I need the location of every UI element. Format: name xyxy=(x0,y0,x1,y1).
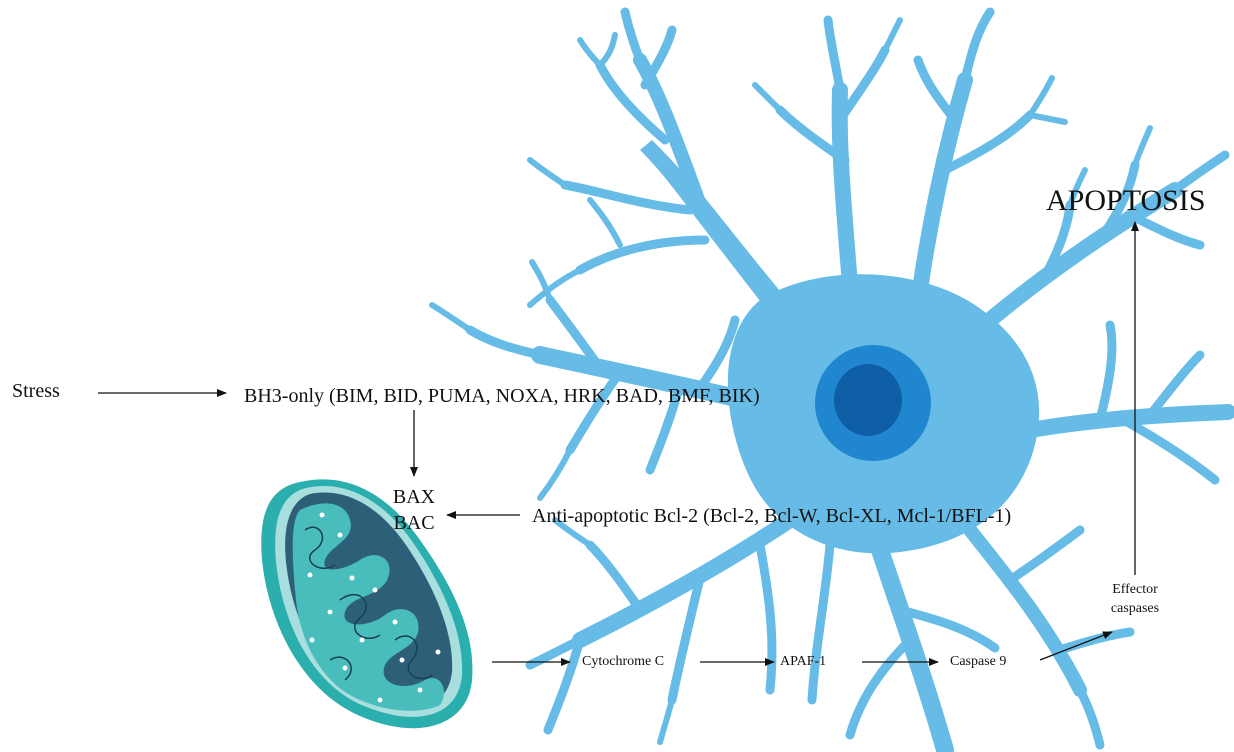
caspase9-label: Caspase 9 xyxy=(950,655,1006,669)
stress-label: Stress xyxy=(12,381,60,401)
bax-label: BAX xyxy=(388,487,440,507)
effector-caspases-label-line2: caspases xyxy=(1100,602,1170,616)
apaf1-label: APAF-1 xyxy=(780,655,826,669)
anti-apoptotic-label: Anti-apoptotic Bcl-2 (Bcl-2, Bcl-W, Bcl-… xyxy=(532,506,1011,526)
effector-caspases-label-line1: Effector xyxy=(1100,583,1170,597)
bh3-only-label: BH3-only (BIM, BID, PUMA, NOXA, HRK, BAD… xyxy=(244,386,760,406)
bac-label: BAC xyxy=(388,513,440,533)
mitochondrion-icon xyxy=(261,479,472,728)
nucleus-icon xyxy=(815,345,931,461)
cytochrome-c-label: Cytochrome C xyxy=(582,655,664,669)
apoptosis-label: APOPTOSIS xyxy=(1046,186,1206,216)
